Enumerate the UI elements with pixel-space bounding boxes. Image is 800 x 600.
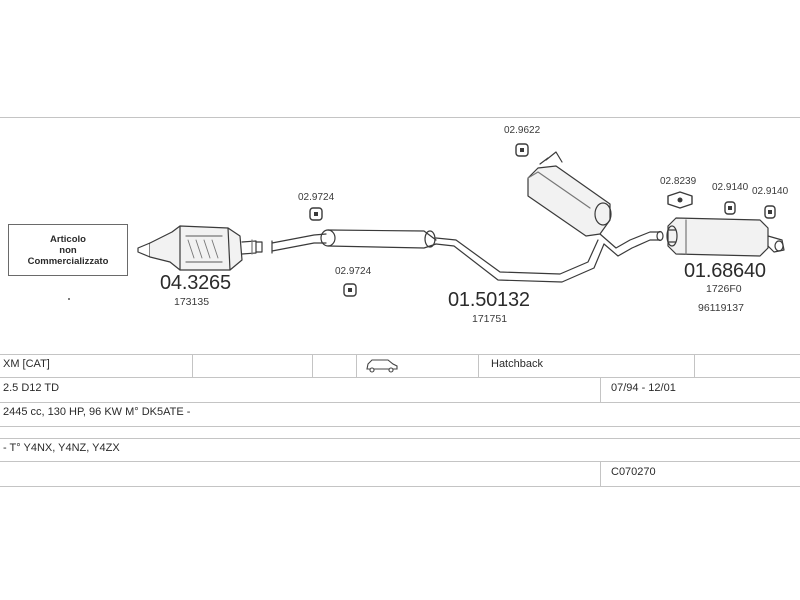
center-silencer-drawing: [527, 151, 664, 257]
type-codes: - T° Y4NX, Y4NZ, Y4ZX: [3, 442, 120, 454]
table-row-divider: [0, 377, 800, 378]
middle-pipe-drawing: [271, 229, 605, 283]
table-col-divider: [192, 354, 193, 377]
hanger-code: 02.9140: [712, 182, 749, 193]
hanger-code: 02.9140: [752, 186, 789, 197]
rear-silencer-ref-1: 1726F0: [706, 283, 742, 295]
table-col-divider: [478, 354, 479, 377]
top-border: [0, 117, 800, 118]
stray-dot: [68, 298, 70, 300]
engine-spec: 2445 cc, 130 HP, 96 KW M° DK5ATE -: [3, 406, 191, 418]
engine: 2.5 D12 TD: [3, 382, 60, 394]
notice-line-2: non: [59, 244, 77, 256]
table-row-divider: [0, 461, 800, 462]
catalog-code: C070270: [611, 466, 656, 478]
table-col-divider: [694, 354, 695, 377]
table-row-divider: [0, 438, 800, 439]
production-period: 07/94 - 12/01: [611, 382, 676, 394]
table-row-divider: [0, 402, 800, 403]
hanger-code: 02.9622: [504, 125, 541, 136]
catalyst-code: 04.3265: [160, 272, 231, 294]
hanger-code: 02.9724: [298, 192, 335, 203]
table-col-divider: [356, 354, 357, 377]
catalyst-ref: 173135: [174, 296, 210, 308]
rear-silencer-ref-2: 96119137: [698, 302, 744, 314]
table-col-divider: [312, 354, 313, 377]
body-type: Hatchback: [491, 358, 543, 370]
rear-silencer-code: 01.68640: [684, 260, 766, 282]
catalyst-drawing: [137, 225, 263, 271]
hanger-code: 02.9724: [335, 266, 372, 277]
table-col-divider: [600, 461, 601, 486]
hanger-code: 02.8239: [660, 176, 697, 187]
not-available-notice: Articolo non Commercializzato: [8, 224, 128, 276]
hanger-drawings: [309, 143, 776, 297]
table-row-divider: [0, 426, 800, 427]
notice-line-1: Articolo: [50, 233, 86, 245]
middle-pipe-code: 01.50132: [448, 289, 530, 311]
notice-line-3: Commercializzato: [27, 255, 109, 267]
vehicle-model: XM [CAT]: [3, 358, 50, 370]
table-top-border: [0, 354, 800, 355]
middle-pipe-ref: 171751: [472, 313, 508, 325]
car-side-icon: [366, 359, 398, 373]
table-col-divider: [600, 377, 601, 402]
table-bottom-border: [0, 486, 800, 487]
rear-silencer-drawing: [666, 217, 785, 257]
